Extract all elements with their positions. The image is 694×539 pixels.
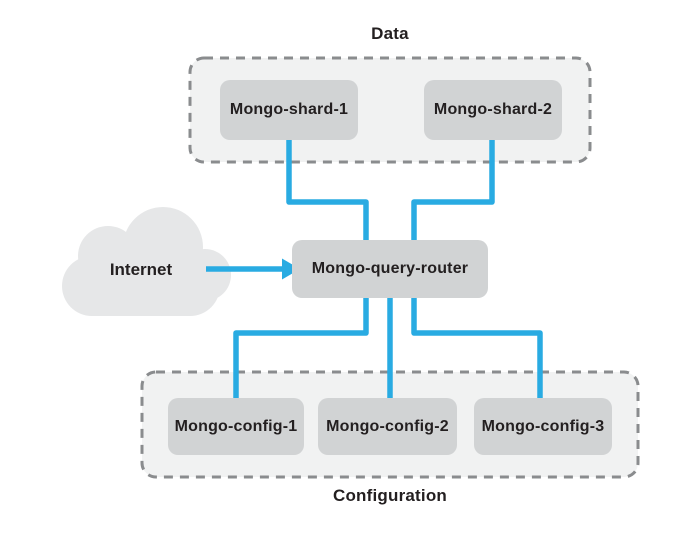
connector-shard2-router (411, 140, 495, 242)
node-label: Mongo-shard-2 (433, 101, 553, 118)
node-label: Mongo-config-3 (481, 417, 605, 435)
node-mongo-config-1: Mongo-config-1 (168, 398, 304, 455)
internet-arrow-head (282, 258, 300, 280)
node-mongo-query-router: Mongo-query-router (292, 240, 488, 298)
node-mongo-config-3: Mongo-config-3 (474, 398, 612, 455)
connector-router-config3 (411, 296, 543, 400)
configuration-group-label: Configuration (332, 486, 448, 505)
node-label: Mongo-shard-1 (229, 101, 349, 118)
node-mongo-config-2: Mongo-config-2 (318, 398, 457, 455)
connector-shard1-router (286, 140, 369, 242)
connector-lines (206, 140, 543, 400)
internet-label: Internet (109, 260, 173, 279)
data-group-label: Data (371, 24, 409, 43)
node-label: Mongo-config-2 (326, 417, 449, 435)
connector-router-config1 (233, 296, 369, 400)
node-label: Mongo-config-1 (174, 417, 298, 435)
node-mongo-shard-2: Mongo-shard-2 (424, 80, 562, 140)
node-mongo-shard-1: Mongo-shard-1 (220, 80, 358, 140)
cloud-icon (62, 207, 231, 316)
node-label: Mongo-query-router (311, 260, 469, 277)
